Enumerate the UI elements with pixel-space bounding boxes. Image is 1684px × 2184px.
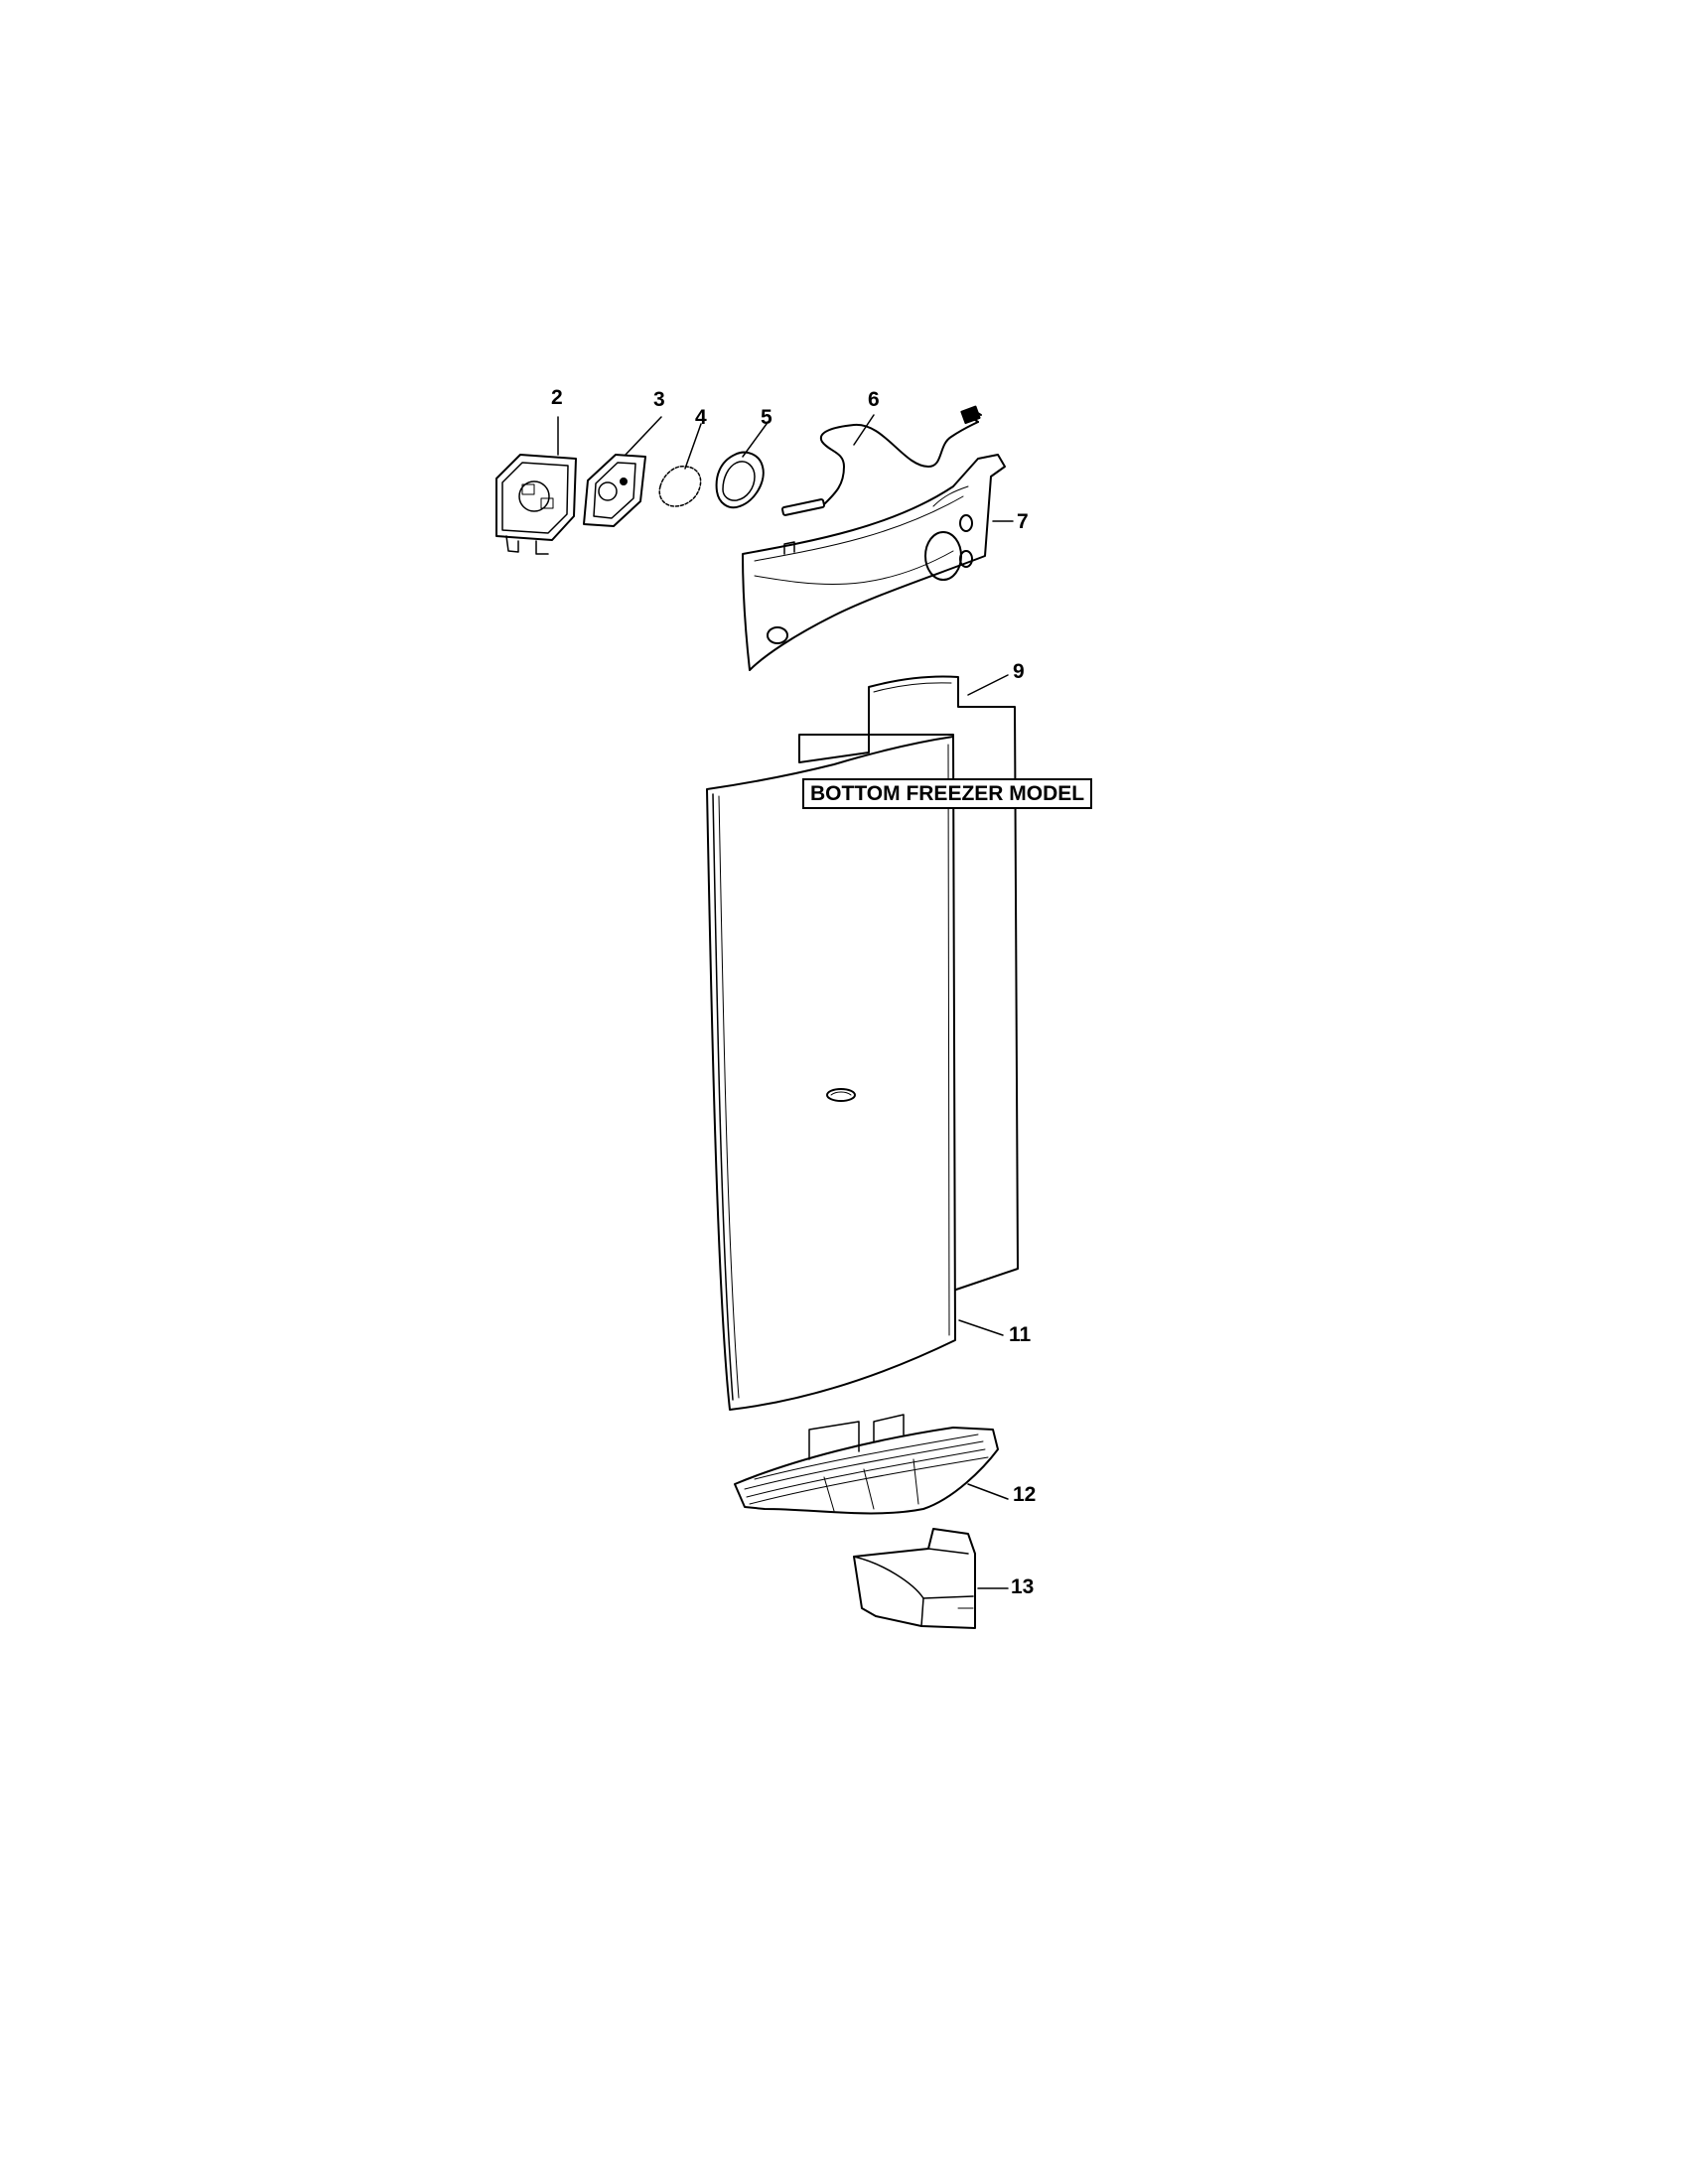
- part-13-bracket: [853, 1528, 976, 1629]
- leader-9: [967, 674, 1009, 696]
- part-2-housing: [495, 454, 577, 555]
- callout-11: 11: [1009, 1323, 1032, 1346]
- part-4-gasket: [658, 466, 702, 507]
- part-12-tray: [734, 1414, 999, 1515]
- part-7-top-bracket: [742, 454, 1006, 671]
- leader-3: [625, 416, 662, 456]
- callout-3: 3: [653, 388, 665, 411]
- part-3-mounting-plate: [583, 454, 646, 527]
- callout-13: 13: [1011, 1575, 1035, 1598]
- callout-6: 6: [868, 388, 880, 411]
- callout-2: 2: [551, 386, 563, 409]
- callout-7: 7: [1017, 510, 1029, 533]
- leader-4: [684, 423, 702, 470]
- leader-6: [853, 414, 875, 446]
- leader-lines: [557, 414, 1014, 1589]
- callout-12: 12: [1013, 1483, 1037, 1506]
- callout-4: 4: [695, 406, 707, 429]
- leader-11: [958, 1319, 1004, 1336]
- callout-5: 5: [761, 406, 772, 429]
- part-11-door-panel: [706, 736, 956, 1411]
- part-6-wire-harness: [780, 405, 982, 516]
- callout-9: 9: [1013, 660, 1025, 683]
- leader-12: [967, 1483, 1009, 1500]
- leader-5: [742, 423, 768, 458]
- part-5-retaining-ring: [715, 451, 765, 509]
- part-9-rear-liner-panel: [798, 675, 1019, 1292]
- model-label: BOTTOM FREEZER MODEL: [802, 778, 1093, 809]
